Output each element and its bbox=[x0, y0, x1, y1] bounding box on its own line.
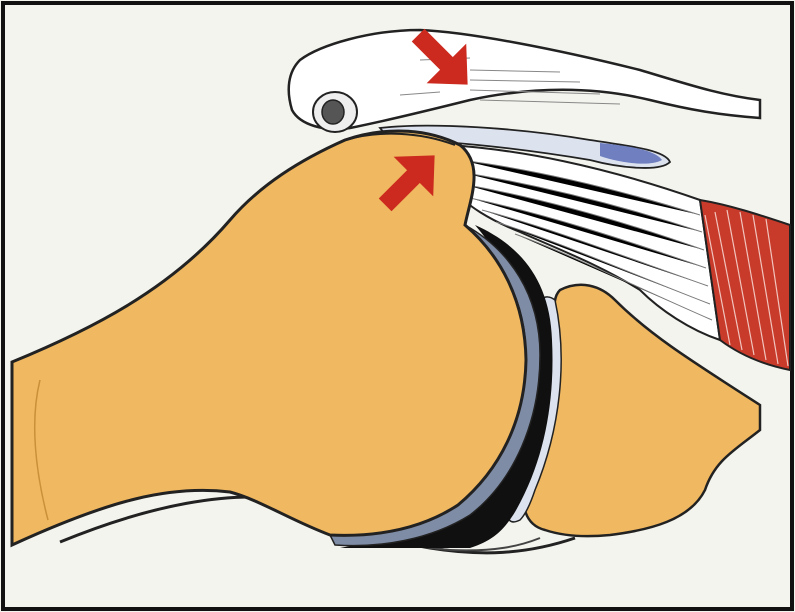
acromion-edge-inner bbox=[322, 100, 344, 124]
